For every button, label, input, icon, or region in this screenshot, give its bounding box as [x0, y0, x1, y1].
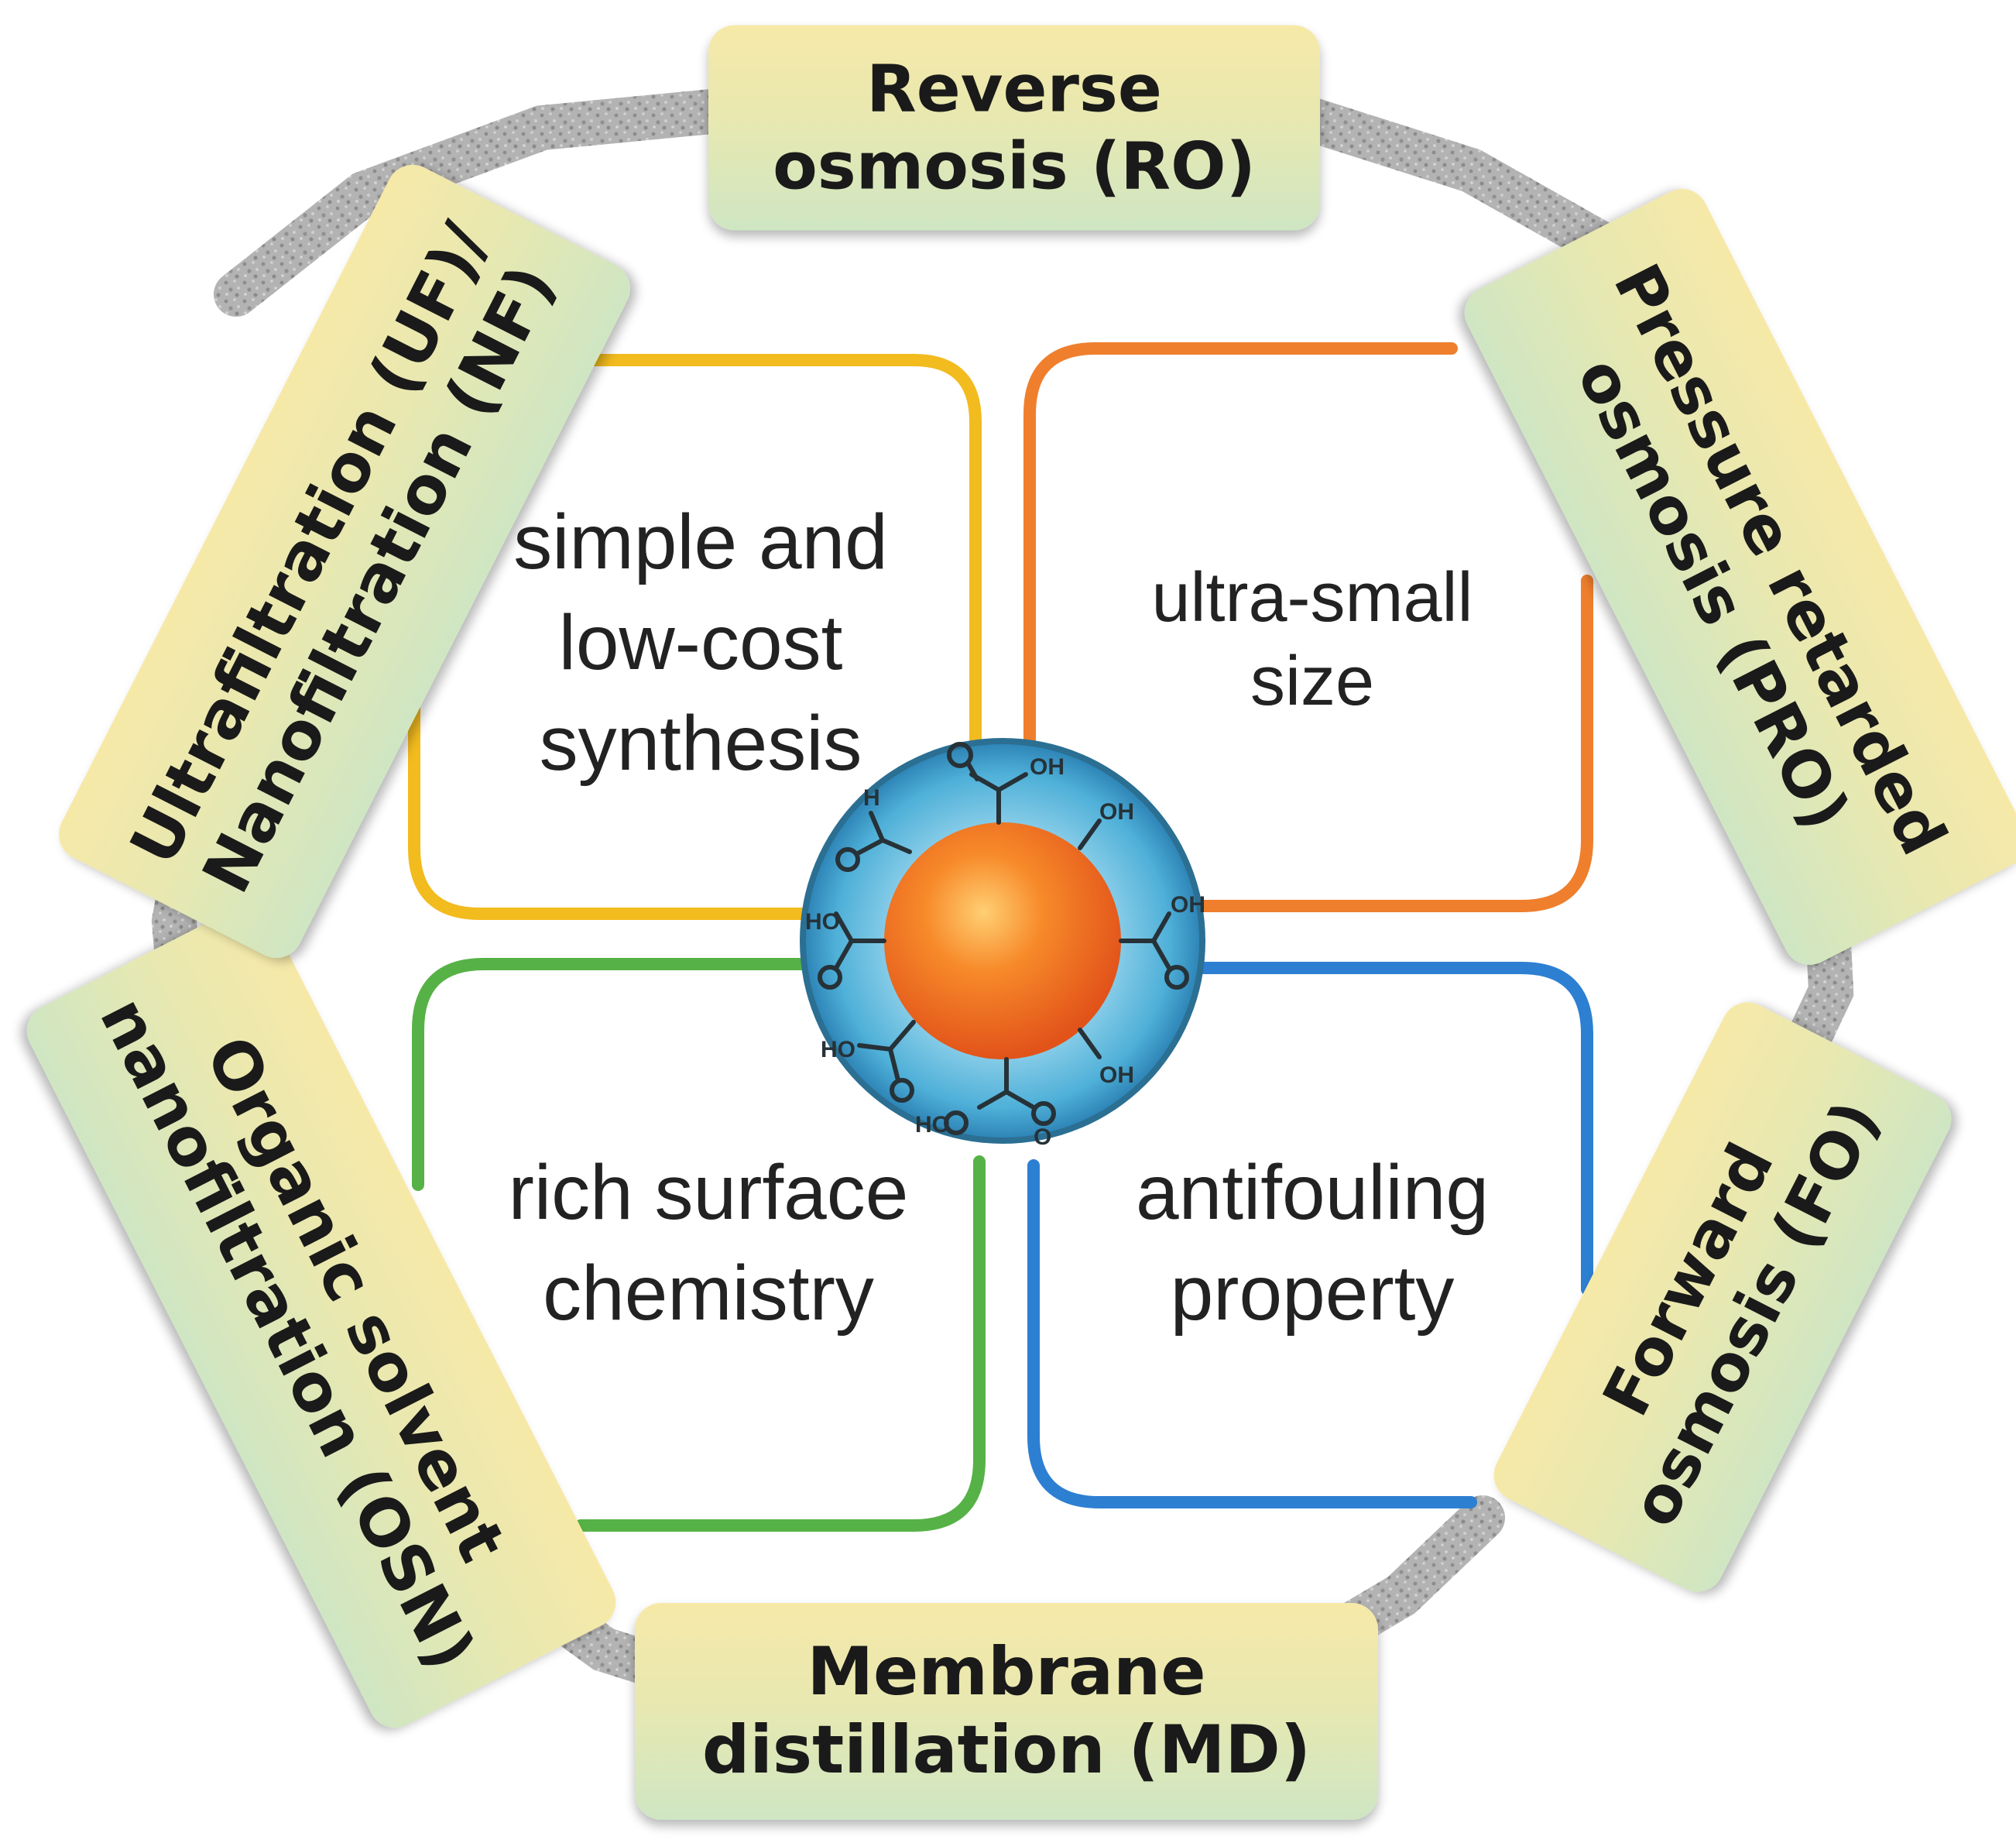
ring-segment-top-right: [1278, 94, 1644, 278]
particle-core: [884, 822, 1121, 1059]
feature-bottom-right: antifouling property: [1076, 1142, 1548, 1344]
feature-top-right-line-2: size: [1250, 643, 1375, 720]
feature-top-left-line-3: synthesis: [539, 700, 862, 787]
frame-bottom-right-lower: [1027, 1159, 1477, 1508]
group-label-cooh-right: OH: [1171, 892, 1205, 918]
group-label-cooh-top: OH: [1030, 754, 1065, 780]
group-label-hooc-left: HO: [805, 909, 840, 935]
group-labels: OH H OH HO OH HO OH HO O: [805, 754, 1205, 1150]
frame-bottom-left: [412, 958, 815, 1191]
application-md-line-2: distillation (MD): [701, 1711, 1311, 1789]
group-label-aldehyde: H: [863, 785, 880, 811]
feature-bottom-left-line-2: chemistry: [543, 1250, 874, 1337]
frame-top-right: [1023, 342, 1458, 781]
functional-groups: [818, 742, 1189, 1135]
nanoparticle: OH H OH HO OH HO OH HO O: [800, 738, 1205, 1150]
feature-bottom-right-line-2: property: [1170, 1250, 1455, 1337]
feature-top-left: simple and low-cost synthesis: [457, 492, 945, 794]
application-ro-line-1: Reverse: [866, 50, 1162, 127]
group-label-hooc-bottom: HO: [915, 1112, 950, 1138]
frame-top-left-lower: [408, 598, 885, 920]
feature-top-right-line-1: ultra-small: [1151, 559, 1473, 637]
application-ro-line-2: osmosis (RO): [773, 128, 1256, 204]
frame-top-right-lower: [1190, 575, 1593, 912]
feature-top-right: ultra-small size: [1076, 556, 1548, 723]
feature-bottom-left: rich surface chemistry: [457, 1142, 960, 1344]
feature-top-left-line-2: low-cost: [558, 599, 843, 686]
group-label-oxygen: O: [1034, 1124, 1051, 1150]
feature-bottom-right-line-1: antifouling: [1136, 1149, 1489, 1236]
group-label-hooc-lower-left: HO: [821, 1037, 855, 1062]
feature-bottom-left-line-1: rich surface: [508, 1149, 909, 1236]
ring-segment-top-left: [214, 88, 750, 317]
feature-top-left-line-1: simple and: [513, 499, 888, 585]
frame-bottom-right: [1186, 962, 1593, 1296]
frame-top-left: [536, 354, 982, 812]
frame-bottom-left-lower: [574, 1155, 986, 1532]
group-label-oh-lower-right: OH: [1099, 1062, 1134, 1088]
application-md-line-1: Membrane: [807, 1632, 1206, 1711]
group-label-oh-upper-right: OH: [1099, 799, 1134, 825]
